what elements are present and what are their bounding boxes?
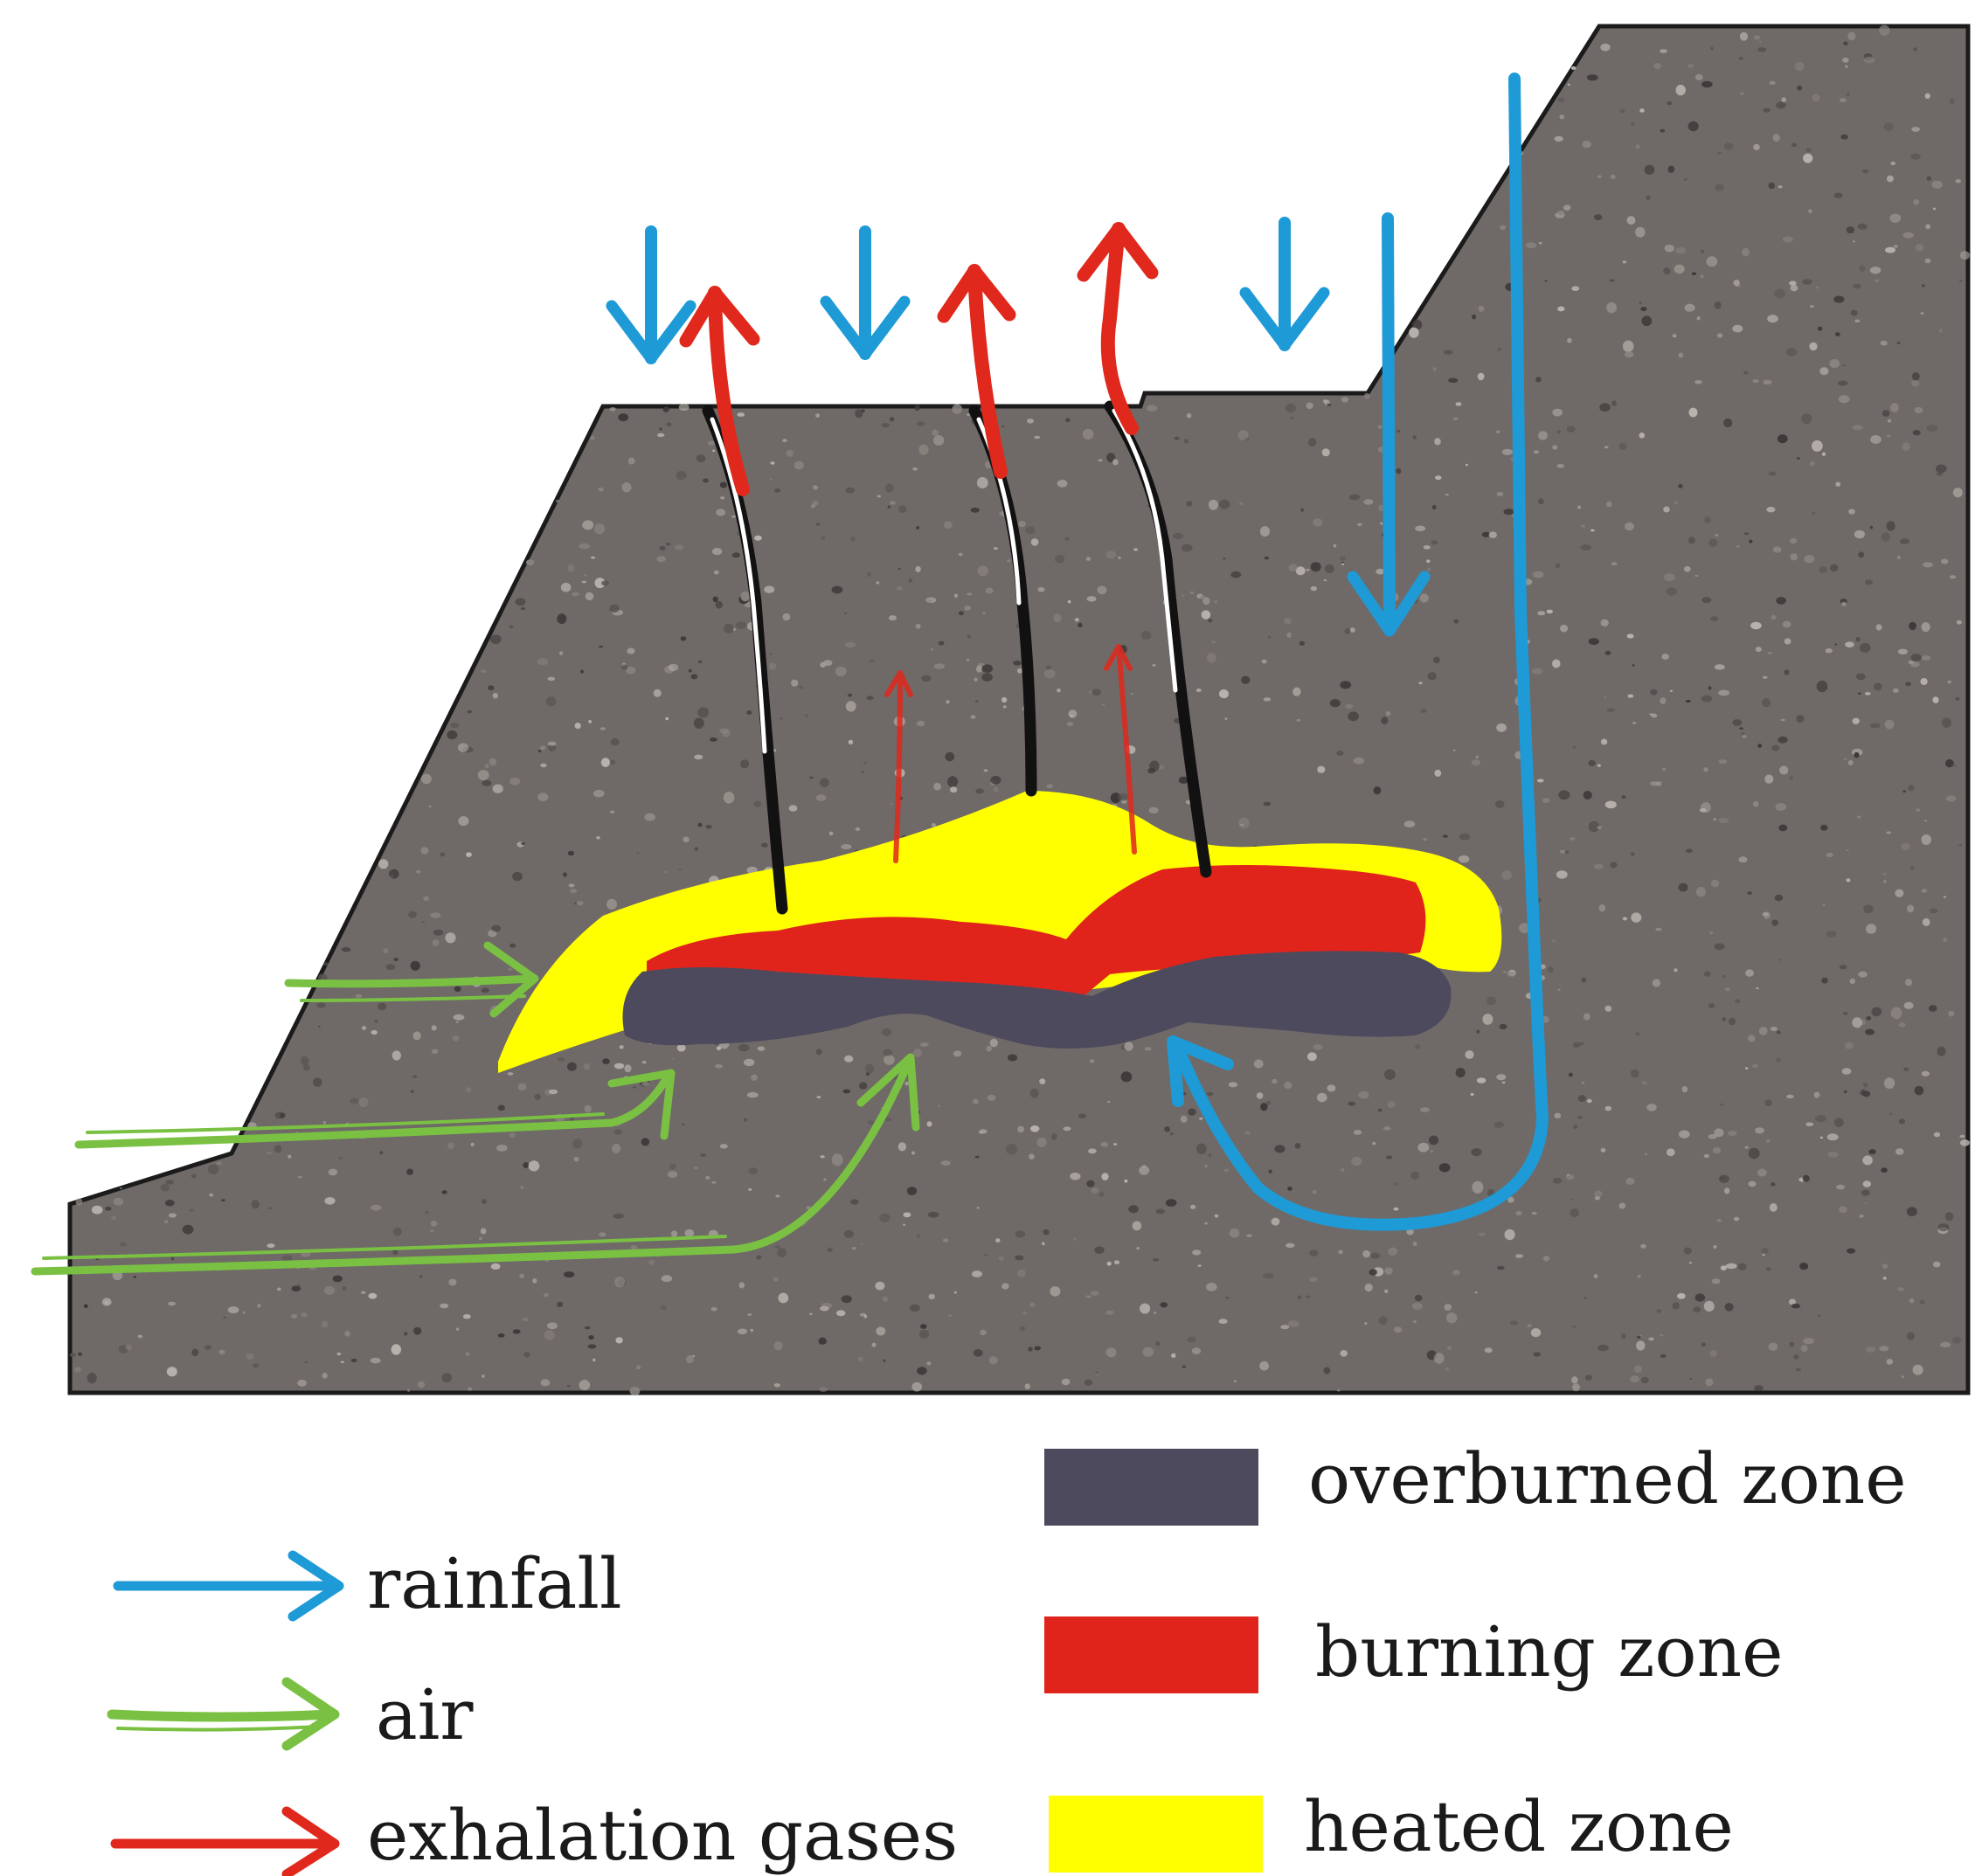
exhalation-arrow-1: [679, 286, 760, 496]
legend-item-heated: heated zone: [1049, 1786, 1734, 1873]
fissure-3: [1104, 400, 1212, 878]
rainfall-arrow-3: [1239, 217, 1330, 351]
rainfall-arrow-curved: [1167, 73, 1549, 1231]
rock-cross-section: [67, 24, 1971, 1395]
rainfall-legend-label: rainfall: [367, 1543, 622, 1624]
exhalation-arrow-3: [1077, 222, 1159, 435]
burning-swatch: [1044, 1616, 1258, 1693]
air-arrow-1: [284, 941, 539, 1018]
heated-swatch: [1049, 1796, 1263, 1873]
fissure-1: [702, 405, 788, 915]
exhalation-arrow-small-2: [1104, 644, 1137, 855]
exhalation-legend-label: exhalation gases: [367, 1795, 958, 1876]
air-arrows: [31, 941, 920, 1276]
rainfall-arrow-4: [1347, 212, 1431, 637]
legend-item-air: air: [107, 1674, 474, 1755]
legend-item-rainfall: rainfall: [113, 1543, 622, 1624]
overburned-zone: [622, 951, 1452, 1049]
rock-body: [67, 24, 1971, 1396]
legend-item-overburned: overburned zone: [1044, 1438, 1907, 1526]
legend-item-burning: burning zone: [1044, 1611, 1783, 1693]
exhalation-arrows: [679, 222, 1159, 863]
exhalation-arrow-small-1: [884, 670, 913, 863]
legend: rainfall air exhalation gases overburned…: [107, 1438, 1907, 1876]
overburned-swatch: [1044, 1449, 1258, 1526]
rainfall-arrow-1: [606, 225, 696, 364]
rainfall-arrows: [606, 73, 1549, 1231]
rainfall-legend-arrow: [113, 1550, 344, 1622]
exhalation-arrow-2: [937, 264, 1016, 479]
air-arrow-3: [31, 1053, 920, 1276]
overburned-legend-label: overburned zone: [1308, 1438, 1907, 1519]
heated-legend-label: heated zone: [1304, 1786, 1734, 1867]
rainfall-arrow-2: [820, 225, 911, 360]
legend-item-exhalation: exhalation gases: [110, 1795, 958, 1876]
exhalation-legend-arrow: [110, 1806, 340, 1876]
air-legend-label: air: [376, 1674, 474, 1755]
air-arrow-2: [74, 1069, 676, 1149]
burning-legend-label: burning zone: [1315, 1611, 1783, 1693]
air-legend-arrow: [107, 1677, 340, 1751]
